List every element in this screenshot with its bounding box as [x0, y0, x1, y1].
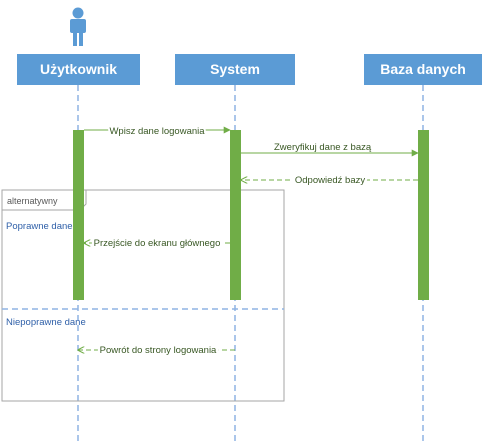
message-db-response: Odpowiedź bazy	[295, 175, 365, 186]
alt-fragment	[1, 189, 285, 402]
actor-box-user	[17, 54, 140, 85]
actor-box-database	[364, 54, 482, 85]
activation-user	[73, 130, 84, 300]
activation-database	[418, 130, 429, 300]
person-icon	[70, 7, 86, 46]
guard-valid: Poprawne dane	[6, 221, 73, 232]
actor-label-user: Użytkownik	[40, 61, 117, 77]
message-enter-login: Wpisz dane logowania	[109, 126, 205, 137]
alt-fragment-label: alternatywny	[7, 196, 58, 206]
actor-label-system: System	[210, 61, 260, 77]
actor-box-system	[175, 54, 295, 85]
message-go-home: Przejście do ekranu głównego	[94, 238, 221, 249]
activation-system	[230, 130, 241, 300]
actor-label-database: Baza danych	[380, 61, 466, 77]
message-verify: Zweryfikuj dane z bazą	[274, 142, 372, 153]
message-back-to-login: Powrót do strony logowania	[100, 345, 217, 356]
guard-invalid: Niepoprawne dane	[6, 317, 86, 328]
